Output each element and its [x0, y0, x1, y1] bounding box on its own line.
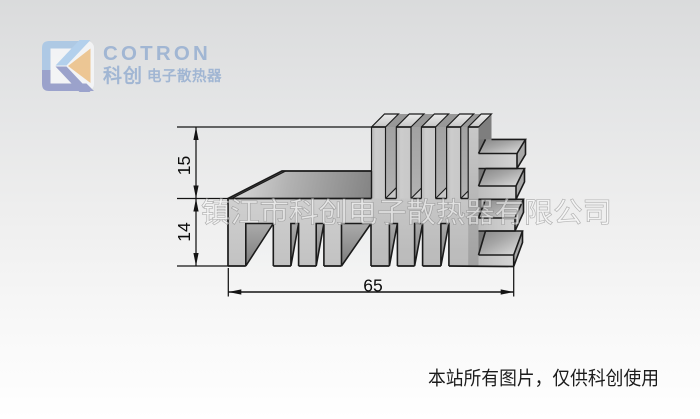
svg-text:14: 14 — [174, 222, 194, 242]
svg-text:15: 15 — [174, 156, 194, 175]
svg-text:本站所有图片，仅供科创使用: 本站所有图片，仅供科创使用 — [428, 368, 659, 390]
svg-text:科创: 科创 — [103, 64, 143, 87]
svg-text:COTRON: COTRON — [103, 42, 211, 65]
svg-text:电子散热器: 电子散热器 — [147, 67, 222, 85]
svg-text:镇江市科创电子散热器有限公司: 镇江市科创电子散热器有限公司 — [201, 197, 612, 228]
svg-text:65: 65 — [363, 275, 382, 295]
